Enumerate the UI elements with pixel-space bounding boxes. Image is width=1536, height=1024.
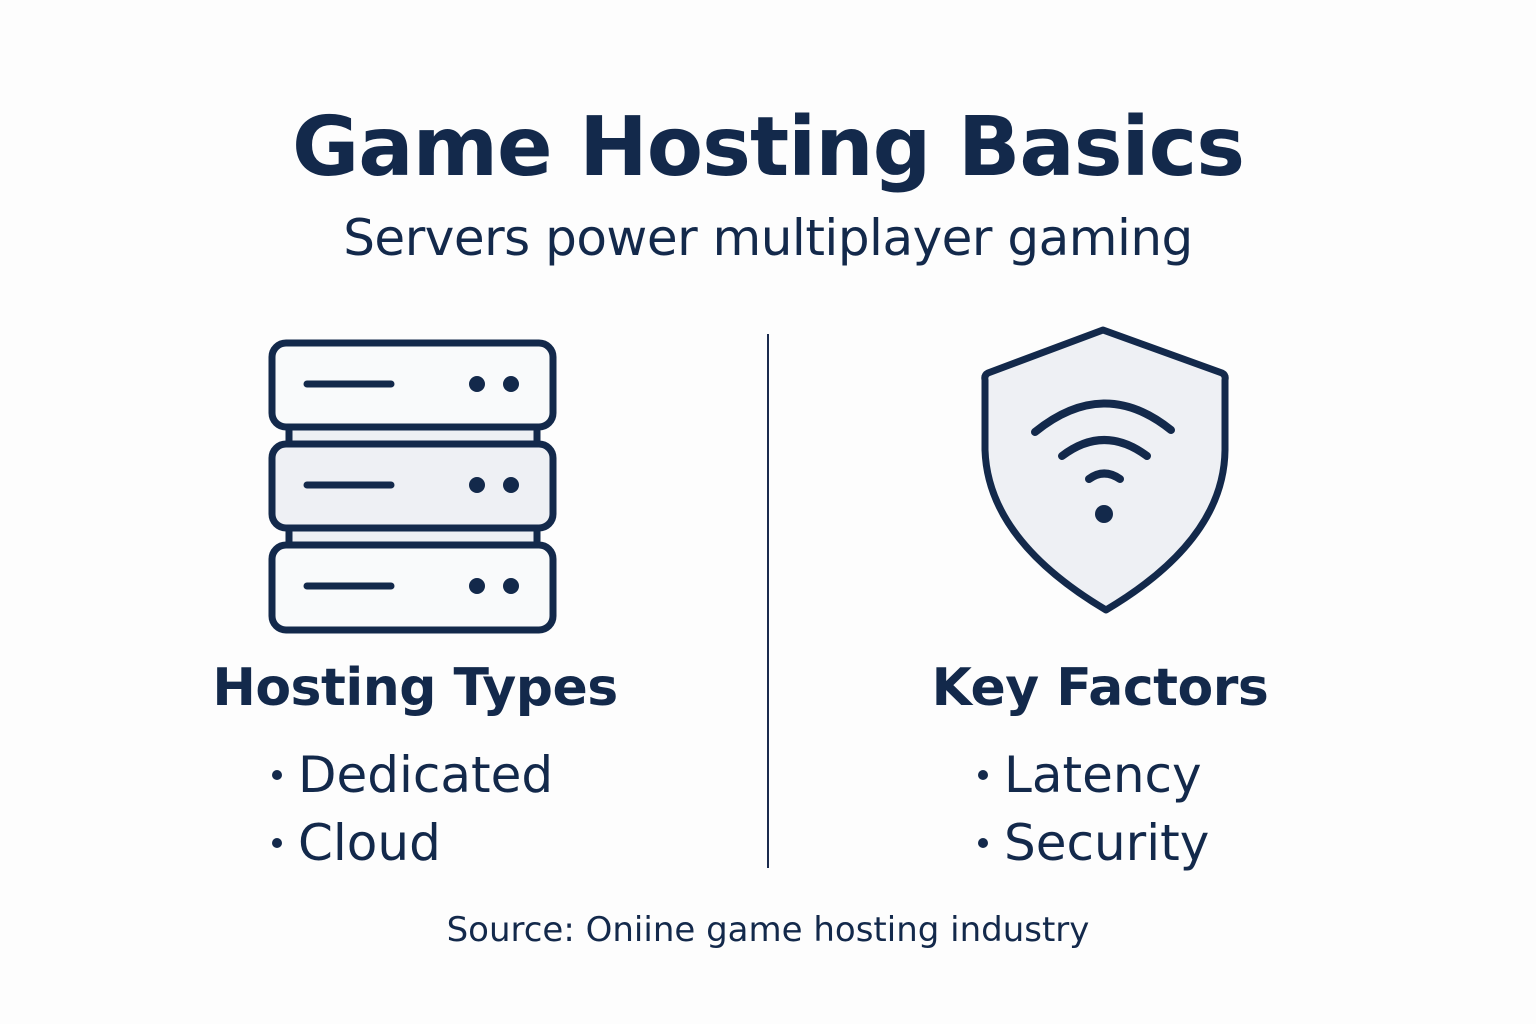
bullet-icon: [978, 769, 988, 780]
page-subtitle: Servers power multiplayer gaming: [343, 209, 1193, 267]
list-item: Security: [978, 809, 1209, 877]
hosting-types-list: Dedicated Cloud: [272, 741, 553, 877]
page-title: Game Hosting Basics: [291, 100, 1245, 195]
server-rack-icon: [268, 339, 557, 634]
list-item: Dedicated: [272, 741, 553, 809]
key-factors-heading: Key Factors: [931, 658, 1269, 718]
shield-wifi-icon: [981, 326, 1229, 614]
bullet-icon: [978, 837, 988, 848]
list-item: Cloud: [272, 809, 553, 877]
bullet-icon: [272, 837, 282, 848]
hosting-types-heading: Hosting Types: [212, 658, 618, 718]
list-item: Latency: [978, 741, 1209, 809]
bullet-icon: [272, 769, 282, 780]
source-caption: Source: Oniine game hosting industry: [446, 910, 1090, 950]
column-divider: [767, 334, 769, 868]
key-factors-list: Latency Security: [978, 741, 1209, 877]
